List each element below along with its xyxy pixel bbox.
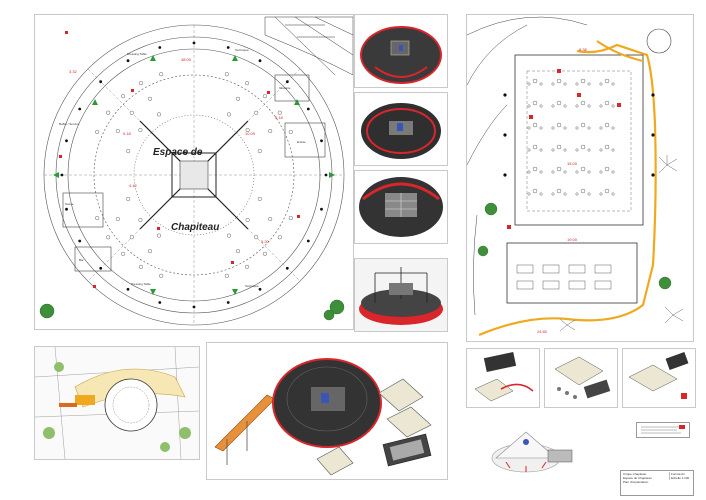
title-line: Espace de Chapiteau xyxy=(623,476,652,480)
site-context-panel xyxy=(34,346,200,460)
title-block: Cirque Chapiteau Espace de Chapiteau Pla… xyxy=(620,470,694,496)
room-label: Technique xyxy=(235,48,249,52)
room-label: Scène xyxy=(65,202,74,206)
dimension-6: 4.42 xyxy=(129,183,138,188)
site-dimension-1: 8.38 xyxy=(579,47,588,52)
dimension-2: 9.18 xyxy=(123,131,132,136)
render-view-2 xyxy=(354,92,448,166)
room-label: Vestiaire xyxy=(279,86,291,90)
title-scale: Echelle 1:100 xyxy=(671,476,690,480)
detail-render-1 xyxy=(466,348,540,408)
room-label: Buffet / Service xyxy=(59,122,80,126)
room-label: Entrée xyxy=(297,140,306,144)
dimension-4: 3.32 xyxy=(69,69,78,74)
dimension-3: 10.09 xyxy=(245,131,256,136)
main-floor-plan-panel: Espace de Chapiteau 48.00 9.18 10.09 3.3… xyxy=(34,14,354,330)
site-dimension-2: 15.00 xyxy=(567,161,578,166)
site-plan-panel: 8.38 15.00 19.00 24.80 xyxy=(466,14,694,342)
room-label: Dressing Table xyxy=(131,282,151,286)
detail-render-3 xyxy=(622,348,696,408)
title-line: Cirque Chapiteau xyxy=(623,472,647,476)
dimension-1: 48.00 xyxy=(181,57,192,62)
title-format: Format A1 xyxy=(671,472,685,476)
venue-label-bottom: Chapiteau xyxy=(171,222,219,233)
title-line: Plan d'implantation xyxy=(623,480,649,484)
render-view-1 xyxy=(354,14,448,88)
render-view-3 xyxy=(354,170,448,244)
site-dimension-3: 19.00 xyxy=(567,237,578,242)
room-label: Bar xyxy=(79,258,84,262)
main-floor-plan-drawing: Espace de Chapiteau 48.00 9.18 10.09 3.3… xyxy=(39,16,353,326)
site-dimension-4: 24.80 xyxy=(537,329,548,334)
legend-box xyxy=(636,422,690,438)
perspective-render-panel xyxy=(206,342,448,480)
tent-overview-render xyxy=(486,420,578,482)
dimension-5: 6.18 xyxy=(275,115,284,120)
dimension-7: 5.20 xyxy=(261,239,270,244)
room-label: Dressing Table xyxy=(127,52,147,56)
render-view-4 xyxy=(354,258,448,332)
room-label: Technique xyxy=(245,284,259,288)
detail-render-2 xyxy=(544,348,618,408)
venue-label-top: Espace de xyxy=(153,147,203,158)
